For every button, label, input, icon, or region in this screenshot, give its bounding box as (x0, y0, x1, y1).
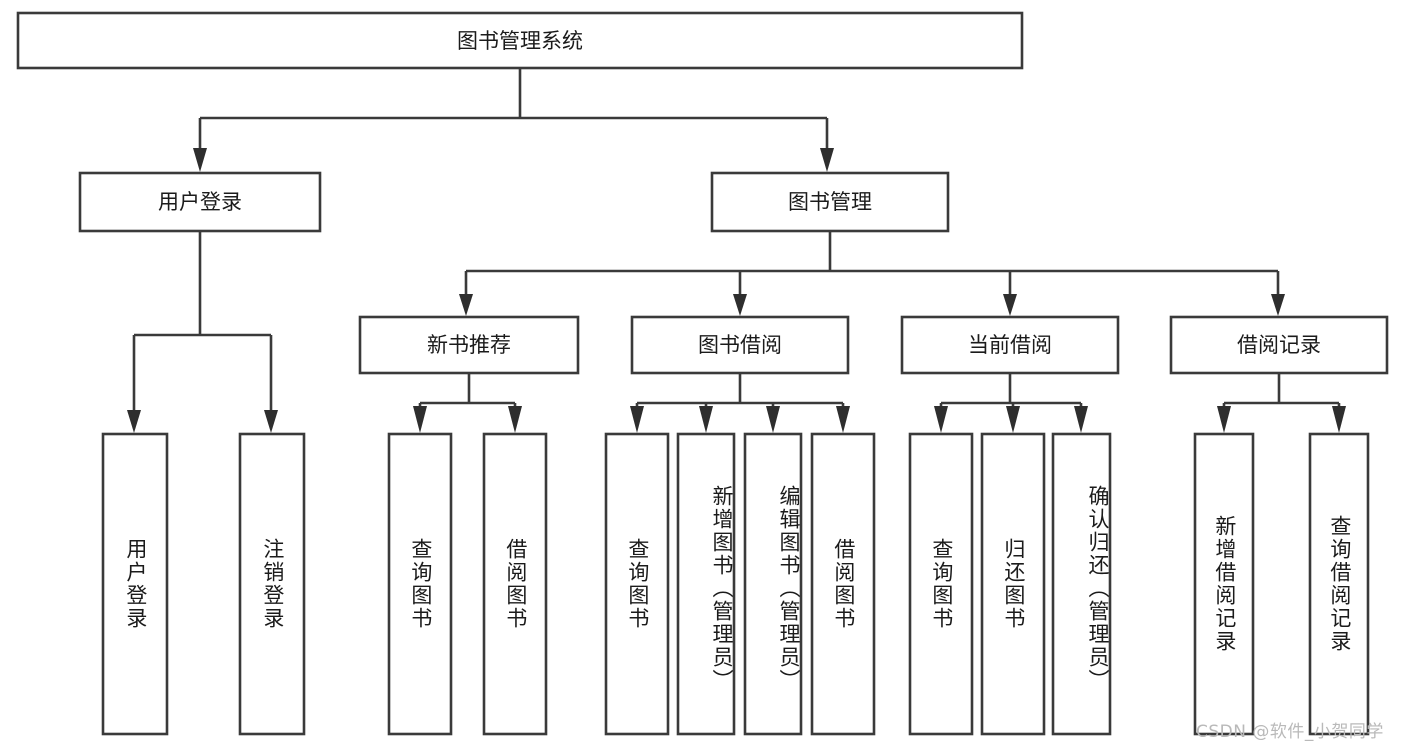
node-root-label: 图书管理系统 (457, 29, 583, 53)
leaf-box-logout[interactable] (238, 432, 306, 736)
node-book-management-label: 图书管理 (788, 190, 872, 214)
leaf-box-add-book[interactable] (676, 432, 736, 736)
arrow-head-icon (193, 148, 207, 172)
node-new-book-recommend-box[interactable] (358, 315, 580, 375)
arrow-head-icon (766, 406, 780, 433)
node-root-box[interactable] (16, 11, 1024, 70)
arrow-head-icon (508, 406, 522, 433)
node-current-borrow-box[interactable] (900, 315, 1120, 375)
node-current-borrow-label: 当前借阅 (968, 333, 1052, 357)
node-borrow-record[interactable]: 借阅记录 (1169, 315, 1389, 375)
connector-group-borrow-record (1217, 373, 1346, 433)
arrow-head-icon (630, 406, 644, 433)
node-book-management-box[interactable] (710, 171, 950, 233)
leaf-box-confirm-return[interactable] (1051, 432, 1112, 736)
arrow-head-icon (820, 148, 834, 172)
arrow-head-icon (1006, 406, 1020, 433)
arrow-head-icon (264, 410, 278, 433)
node-book-borrow-label: 图书借阅 (698, 333, 782, 357)
node-new-book-recommend[interactable]: 新书推荐 (358, 315, 580, 375)
node-root[interactable]: 图书管理系统 (16, 11, 1024, 70)
leaf-box-add-borrow-record[interactable] (1193, 432, 1255, 736)
node-book-management[interactable]: 图书管理 (710, 171, 950, 233)
watermark-text: CSDN @软件_小贺同学 (1196, 722, 1384, 742)
node-user-login-label: 用户登录 (158, 190, 242, 214)
node-book-borrow[interactable]: 图书借阅 (630, 315, 850, 375)
arrow-head-icon (733, 294, 747, 316)
leaf-box-user-login[interactable] (101, 432, 169, 736)
arrow-head-icon (1003, 294, 1017, 316)
arrow-head-icon (699, 406, 713, 433)
arrow-head-icon (1217, 406, 1231, 433)
arrow-head-icon (459, 294, 473, 316)
leaf-box-borrow-book-1[interactable] (482, 432, 548, 736)
leaf-box-query-book-1[interactable] (387, 432, 453, 736)
connector-group-new-book (413, 373, 522, 433)
leaf-boxes (101, 432, 1370, 736)
node-borrow-record-box[interactable] (1169, 315, 1389, 375)
arrow-head-icon (934, 406, 948, 433)
leaf-box-return-book[interactable] (980, 432, 1046, 736)
arrow-head-icon (1332, 406, 1346, 433)
leaf-box-edit-book[interactable] (743, 432, 803, 736)
connector-group-user-login (127, 231, 278, 433)
leaf-box-query-book-2[interactable] (604, 432, 670, 736)
arrow-head-icon (1074, 406, 1088, 433)
leaf-box-borrow-book-2[interactable] (810, 432, 876, 736)
connector-group-borrow (630, 373, 850, 433)
leaf-box-query-borrow-record[interactable] (1308, 432, 1370, 736)
node-borrow-record-label: 借阅记录 (1237, 333, 1321, 357)
arrow-head-icon (413, 406, 427, 433)
node-current-borrow[interactable]: 当前借阅 (900, 315, 1120, 375)
connector-group-book-mgmt (459, 231, 1285, 316)
leaf-box-query-book-3[interactable] (908, 432, 974, 736)
node-book-borrow-box[interactable] (630, 315, 850, 375)
connector-group-root (193, 68, 834, 172)
node-user-login[interactable]: 用户登录 (78, 171, 322, 233)
arrow-head-icon (1271, 294, 1285, 316)
connector-group-current-borrow (934, 373, 1088, 433)
node-new-book-recommend-label: 新书推荐 (427, 333, 511, 357)
node-user-login-box[interactable] (78, 171, 322, 233)
arrow-head-icon (127, 410, 141, 433)
arrow-head-icon (836, 406, 850, 433)
